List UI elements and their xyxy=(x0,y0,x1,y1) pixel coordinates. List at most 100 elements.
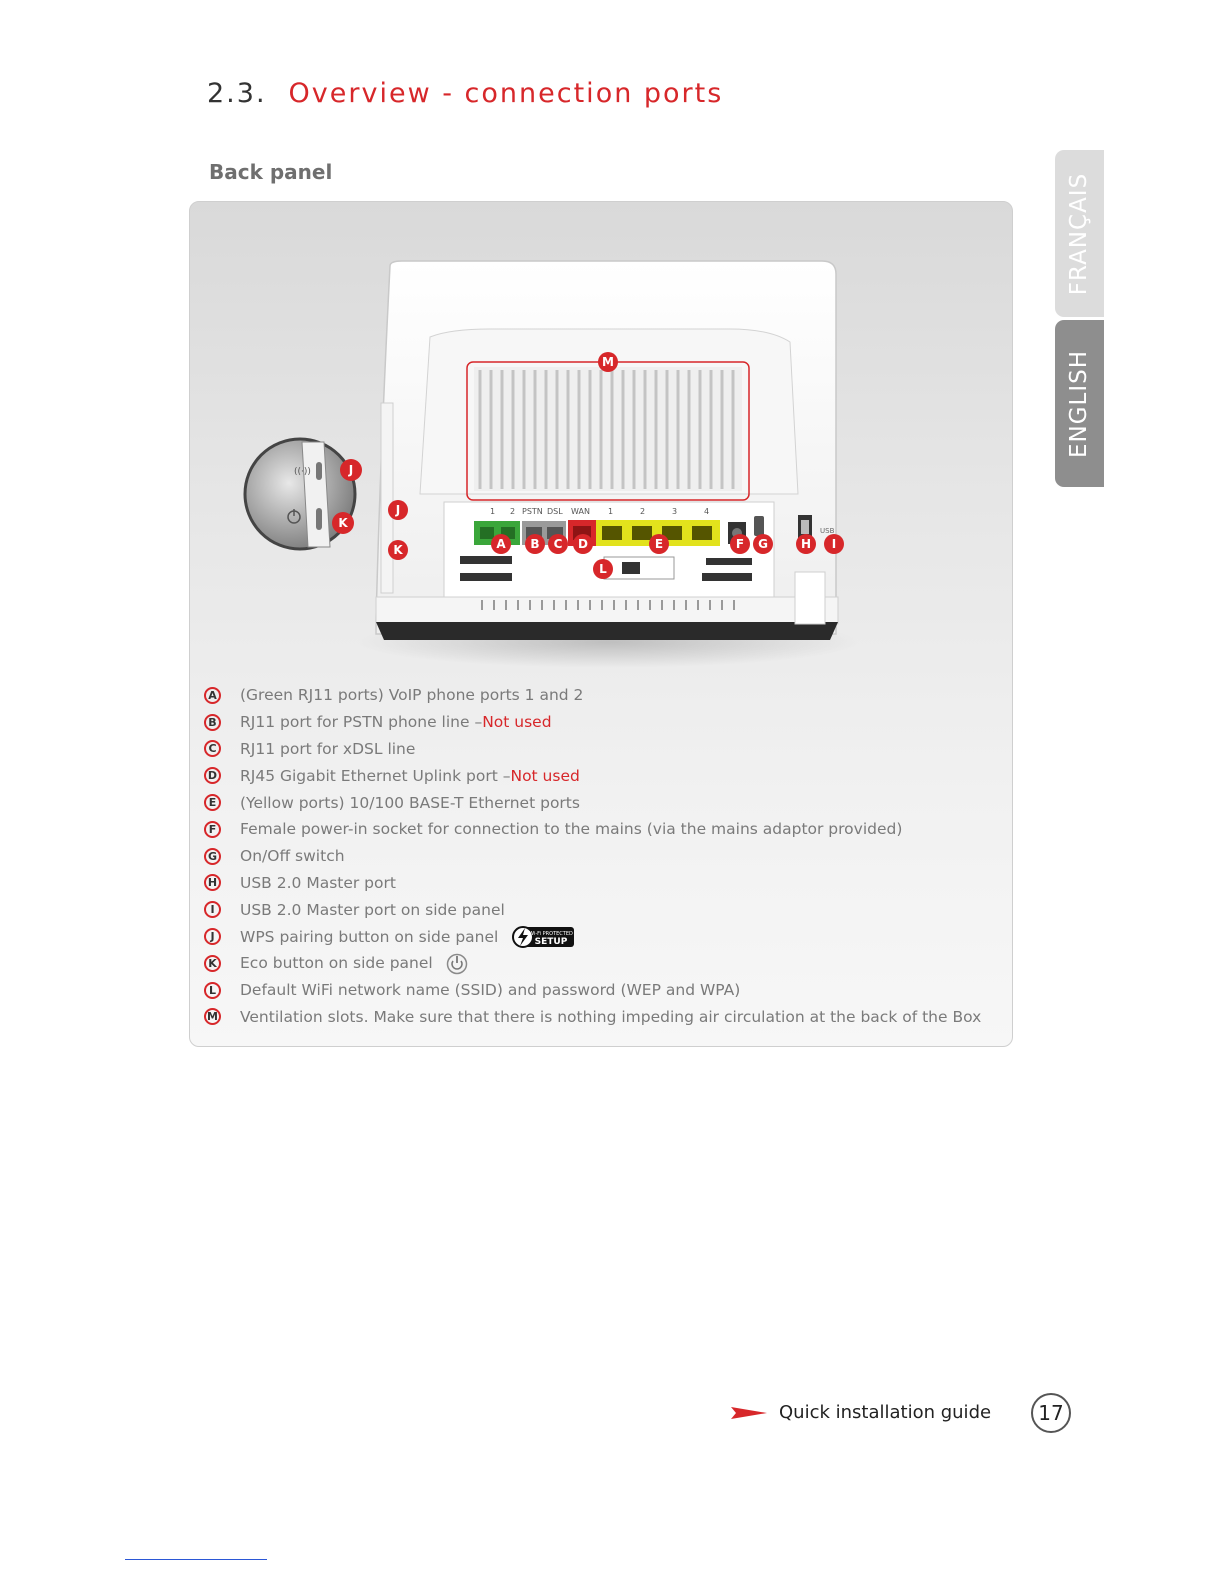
svg-text:A: A xyxy=(496,537,506,551)
port-label-phone-1: 1 xyxy=(490,507,495,516)
svg-text:E: E xyxy=(655,537,663,551)
wps-logo-top-text: Wi-Fi PROTECTED xyxy=(529,931,573,937)
footer-arrow-icon xyxy=(731,1407,767,1419)
legend-badge: F xyxy=(204,820,221,838)
port-label-lan-3: 3 xyxy=(672,507,677,516)
page-number: 17 xyxy=(1031,1393,1071,1433)
wps-setup-logo: Wi-Fi PROTECTED SETUP xyxy=(512,925,575,948)
callout-g: G xyxy=(753,534,773,554)
legend-badge: I xyxy=(204,901,221,919)
legend-text: USB 2.0 Master port xyxy=(240,873,396,892)
legend-badge: C xyxy=(204,740,221,758)
legend-text: RJ45 Gigabit Ethernet Uplink port – xyxy=(240,766,511,785)
svg-text:J: J xyxy=(348,463,353,477)
callout-f: F xyxy=(730,534,750,554)
usb-label: USB xyxy=(820,527,835,535)
legend-item: G On/Off switch xyxy=(204,843,981,870)
legend-item: C RJ11 port for xDSL line xyxy=(204,736,981,763)
svg-text:C: C xyxy=(554,537,563,551)
legend-badge: H xyxy=(204,874,221,892)
svg-text:D: D xyxy=(578,537,588,551)
ventilation-slots xyxy=(466,361,750,501)
legend-item: B RJ11 port for PSTN phone line – Not use… xyxy=(204,709,981,736)
port-legend: A (Green RJ11 ports) VoIP phone ports 1 a… xyxy=(204,682,981,1030)
port-label-lan-4: 4 xyxy=(704,507,709,516)
legend-text: RJ11 port for xDSL line xyxy=(240,739,416,758)
router-back-diagram: 1 2 PSTN DSL WAN 1 2 3 4 xyxy=(243,260,858,668)
legend-text: On/Off switch xyxy=(240,847,345,866)
callout-a: A xyxy=(491,534,511,554)
section-number: 2.3. xyxy=(207,78,267,109)
svg-text:K: K xyxy=(338,516,348,530)
power-switch xyxy=(754,516,764,536)
port-label-phone-2: 2 xyxy=(510,507,515,516)
legend-text: (Green RJ11 ports) VoIP phone ports 1 an… xyxy=(240,686,584,705)
legend-item: E (Yellow ports) 10/100 BASE-T Ethernet p… xyxy=(204,789,981,816)
footnote-rule xyxy=(125,1559,267,1560)
subheading: Back panel xyxy=(209,160,333,184)
legend-badge: K xyxy=(204,954,221,972)
callout-j-inset: J xyxy=(340,459,362,481)
legend-badge: B xyxy=(204,713,221,731)
legend-text: WPS pairing button on side panel xyxy=(240,927,499,946)
legend-item: I USB 2.0 Master port on side panel xyxy=(204,896,981,923)
callout-i: I xyxy=(824,534,844,554)
legend-item: A (Green RJ11 ports) VoIP phone ports 1 a… xyxy=(204,682,981,709)
port-label-wan: WAN xyxy=(571,507,590,516)
svg-text:H: H xyxy=(801,537,811,551)
port-label-dsl: DSL xyxy=(547,507,563,516)
legend-item: D RJ45 Gigabit Ethernet Uplink port – Not… xyxy=(204,762,981,789)
svg-text:I: I xyxy=(832,537,836,551)
callout-d: D xyxy=(573,534,593,554)
svg-text:B: B xyxy=(530,537,539,551)
legend-badge: E xyxy=(204,794,221,812)
back-panel-figure: 1 2 PSTN DSL WAN 1 2 3 4 xyxy=(189,201,1013,1047)
svg-text:M: M xyxy=(602,355,614,369)
legend-text: (Yellow ports) 10/100 BASE-T Ethernet po… xyxy=(240,793,580,812)
svg-text:G: G xyxy=(758,537,768,551)
legend-badge: G xyxy=(204,847,221,865)
legend-badge: M xyxy=(204,1008,221,1026)
legend-badge: J xyxy=(204,928,221,946)
callout-k-inset: K xyxy=(332,512,354,534)
callout-c: C xyxy=(548,534,568,554)
legend-note: Not used xyxy=(482,713,552,732)
router-base xyxy=(375,571,839,640)
callout-k: K xyxy=(388,540,408,560)
legend-item: J WPS pairing button on side panel Wi-Fi … xyxy=(204,923,981,950)
legend-item: M Ventilation slots. Make sure that there… xyxy=(204,1004,981,1031)
eco-button-icon xyxy=(446,954,467,975)
svg-text:F: F xyxy=(736,537,744,551)
callout-m: M xyxy=(598,352,618,372)
callout-h: H xyxy=(796,534,816,554)
wps-logo-bottom-text: SETUP xyxy=(535,937,568,947)
legend-item: H USB 2.0 Master port xyxy=(204,870,981,897)
svg-text:K: K xyxy=(393,543,403,557)
legend-text: Ventilation slots. Make sure that there … xyxy=(240,1007,982,1026)
port-label-lan-2: 2 xyxy=(640,507,645,516)
svg-text:L: L xyxy=(599,562,607,576)
callout-b: B xyxy=(525,534,545,554)
legend-badge: A xyxy=(204,686,221,704)
legend-text: RJ11 port for PSTN phone line – xyxy=(240,713,483,732)
section-title-text: Overview - connection ports xyxy=(288,78,724,109)
callout-e: E xyxy=(649,534,669,554)
language-tab-english-label: ENGLISH xyxy=(1066,349,1093,458)
inset-wps-icon: ((·)) xyxy=(294,467,311,477)
language-tab-english[interactable]: ENGLISH xyxy=(1055,320,1104,487)
legend-text: Default WiFi network name (SSID) and pas… xyxy=(240,981,741,1000)
language-tab-francais[interactable]: FRANÇAIS xyxy=(1055,150,1104,317)
footer-guide-label: Quick installation guide xyxy=(779,1402,992,1423)
port-label-lan-1: 1 xyxy=(608,507,613,516)
port-label-pstn: PSTN xyxy=(522,507,543,516)
legend-text: Eco button on side panel xyxy=(240,954,433,973)
svg-text:J: J xyxy=(395,503,400,517)
callout-j: J xyxy=(388,500,408,520)
callout-l: L xyxy=(593,559,613,579)
legend-badge: D xyxy=(204,767,221,785)
legend-text: USB 2.0 Master port on side panel xyxy=(240,900,505,919)
side-panel-zoom-inset: ((·)) xyxy=(243,437,357,551)
legend-note: Not used xyxy=(510,766,580,785)
